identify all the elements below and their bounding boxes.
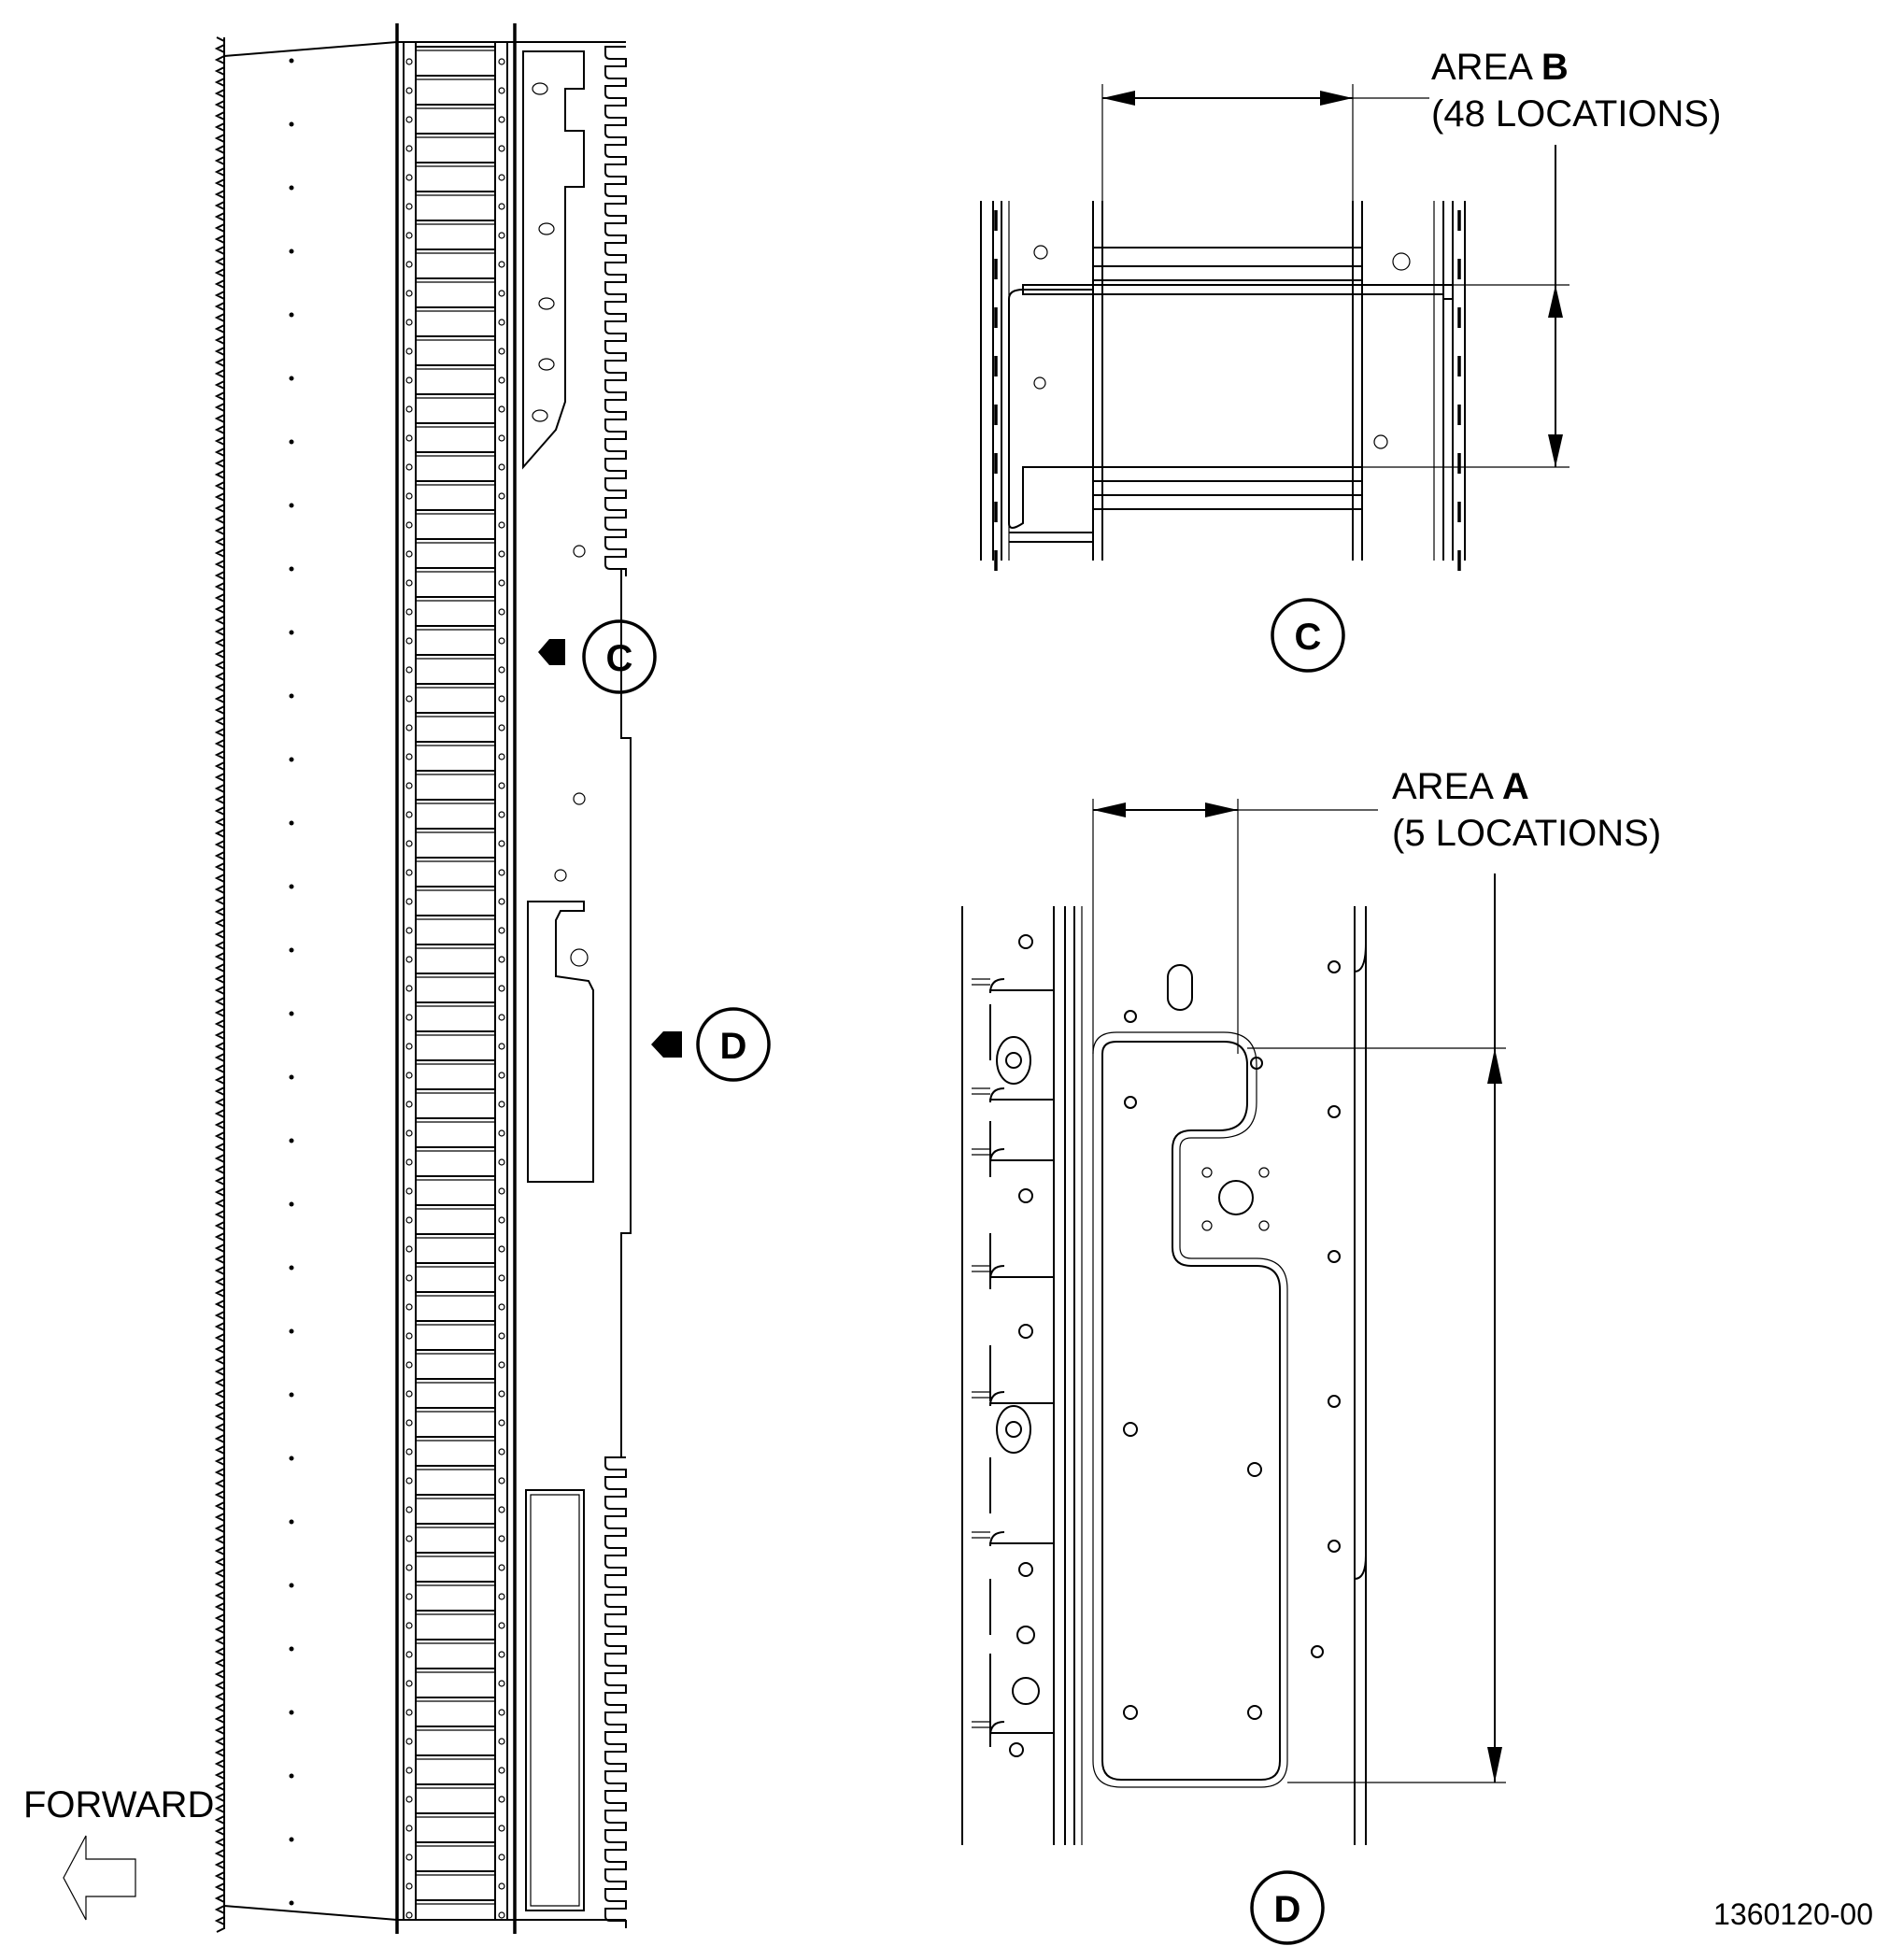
stiffener-ladder — [405, 46, 505, 1919]
lower-bracket — [525, 1489, 585, 1911]
area-a-locations: (5 LOCATIONS) — [1392, 813, 1661, 854]
detail-d-view — [961, 799, 1506, 1945]
detail-d-stiffener-flanges — [972, 978, 1054, 1747]
detail-d-circle — [1250, 1870, 1325, 1945]
drawing-number: 1360120-00 — [1713, 1897, 1873, 1931]
serrated-left-edge — [214, 36, 225, 1933]
detail-d-holes — [996, 934, 1341, 1757]
comb-edge-lower — [604, 1456, 627, 1928]
main-panel-assembly — [214, 23, 771, 1934]
area-b-locations: (48 LOCATIONS) — [1431, 93, 1721, 135]
upper-bracket — [522, 50, 585, 470]
detail-d-label: D — [1274, 1889, 1301, 1930]
comb-edge-upper — [604, 46, 627, 576]
callout-d-label: D — [720, 1026, 747, 1067]
forward-label: FORWARD — [23, 1784, 214, 1825]
detail-c-label: C — [1295, 617, 1322, 658]
detail-c-rivets — [994, 210, 1461, 571]
arrow-to-c-icon — [538, 639, 565, 665]
area-a-label: AREA A — [1392, 766, 1529, 807]
callout-d-circle — [696, 1007, 771, 1082]
detail-c-circle — [1271, 598, 1345, 673]
forward-arrow-icon — [63, 1835, 136, 1921]
area-b-label: AREA B — [1431, 47, 1569, 88]
callout-c-label: C — [606, 638, 633, 679]
middle-doubler — [527, 901, 594, 1183]
detail-c-view — [980, 84, 1569, 673]
detail-d-doubler — [1101, 1041, 1281, 1781]
arrow-to-d-icon — [651, 1031, 682, 1058]
fastener-dots — [289, 58, 294, 1906]
callout-c-circle — [582, 619, 657, 694]
